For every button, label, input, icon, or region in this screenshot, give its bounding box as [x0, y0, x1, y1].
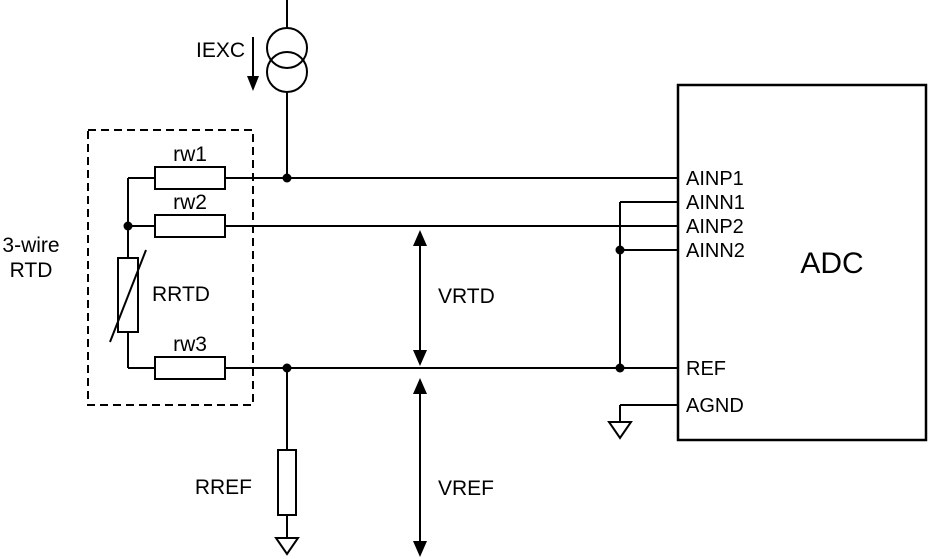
wires	[127, 0, 678, 538]
rw3-label: rw3	[173, 333, 207, 356]
current-source-circle-bottom	[266, 51, 308, 93]
ground-icon	[274, 537, 300, 556]
adc-pin-ainp1: AINP1	[686, 168, 744, 190]
junction-dot	[282, 173, 292, 183]
vrtd-arrowhead-up-icon	[413, 230, 427, 246]
current-source-circle-top	[266, 27, 308, 69]
adc-body	[676, 83, 928, 442]
iexc-arrowhead-icon	[247, 76, 259, 91]
rw2-body	[154, 214, 226, 238]
adc-pin-ref: REF	[686, 358, 726, 380]
adc-label: ADC	[800, 247, 863, 280]
vref-label: VREF	[438, 477, 494, 500]
ground-icon	[607, 421, 633, 440]
rtd-group-box	[87, 129, 254, 406]
rref-label: RREF	[195, 476, 252, 499]
rw1-label: rw1	[173, 143, 207, 166]
adc-pin-ainn1: AINN1	[686, 192, 745, 214]
vref-arrowhead-up-icon	[413, 378, 427, 394]
iexc-label: IEXC	[196, 39, 245, 62]
adc-pin-ainn2: AINN2	[686, 240, 745, 262]
junction-dot	[282, 363, 292, 373]
rw1-body	[154, 166, 226, 190]
vrtd-label: VRTD	[438, 285, 495, 308]
adc-block: ADC AINP1 AINN1 AINP2 AINN2 REF AGND	[676, 83, 928, 442]
vrtd-arrowhead-down-icon	[413, 350, 427, 366]
rref-body	[277, 449, 297, 516]
junction-dot	[615, 363, 625, 373]
rw2-label: rw2	[173, 191, 207, 214]
rtd-group-label-line1: 3-wire	[2, 234, 59, 257]
rrtd-diagonal-stroke	[109, 249, 147, 343]
rrtd-label: RRTD	[152, 283, 210, 306]
resistor-rw1: rw1	[154, 143, 226, 190]
adc-pin-ainp2: AINP2	[686, 216, 744, 238]
vref-measure: VREF	[413, 378, 494, 557]
resistor-rw3: rw3	[154, 333, 226, 380]
resistor-rrtd: RRTD	[109, 249, 210, 343]
rw3-body	[154, 356, 226, 380]
junction-dot	[123, 221, 133, 231]
junction-dots	[123, 173, 625, 373]
resistor-rw2: rw2	[154, 191, 226, 238]
vref-arrowhead-down-icon	[413, 541, 427, 557]
rtd-group-label-line2: RTD	[10, 259, 53, 282]
current-source: IEXC	[196, 27, 308, 93]
vrtd-measure: VRTD	[413, 230, 495, 366]
adc-pin-labels: AINP1 AINN1 AINP2 AINN2 REF AGND	[686, 168, 745, 417]
junction-dot	[615, 245, 625, 255]
adc-pin-agnd: AGND	[686, 395, 744, 417]
resistor-rref: RREF	[195, 449, 297, 516]
